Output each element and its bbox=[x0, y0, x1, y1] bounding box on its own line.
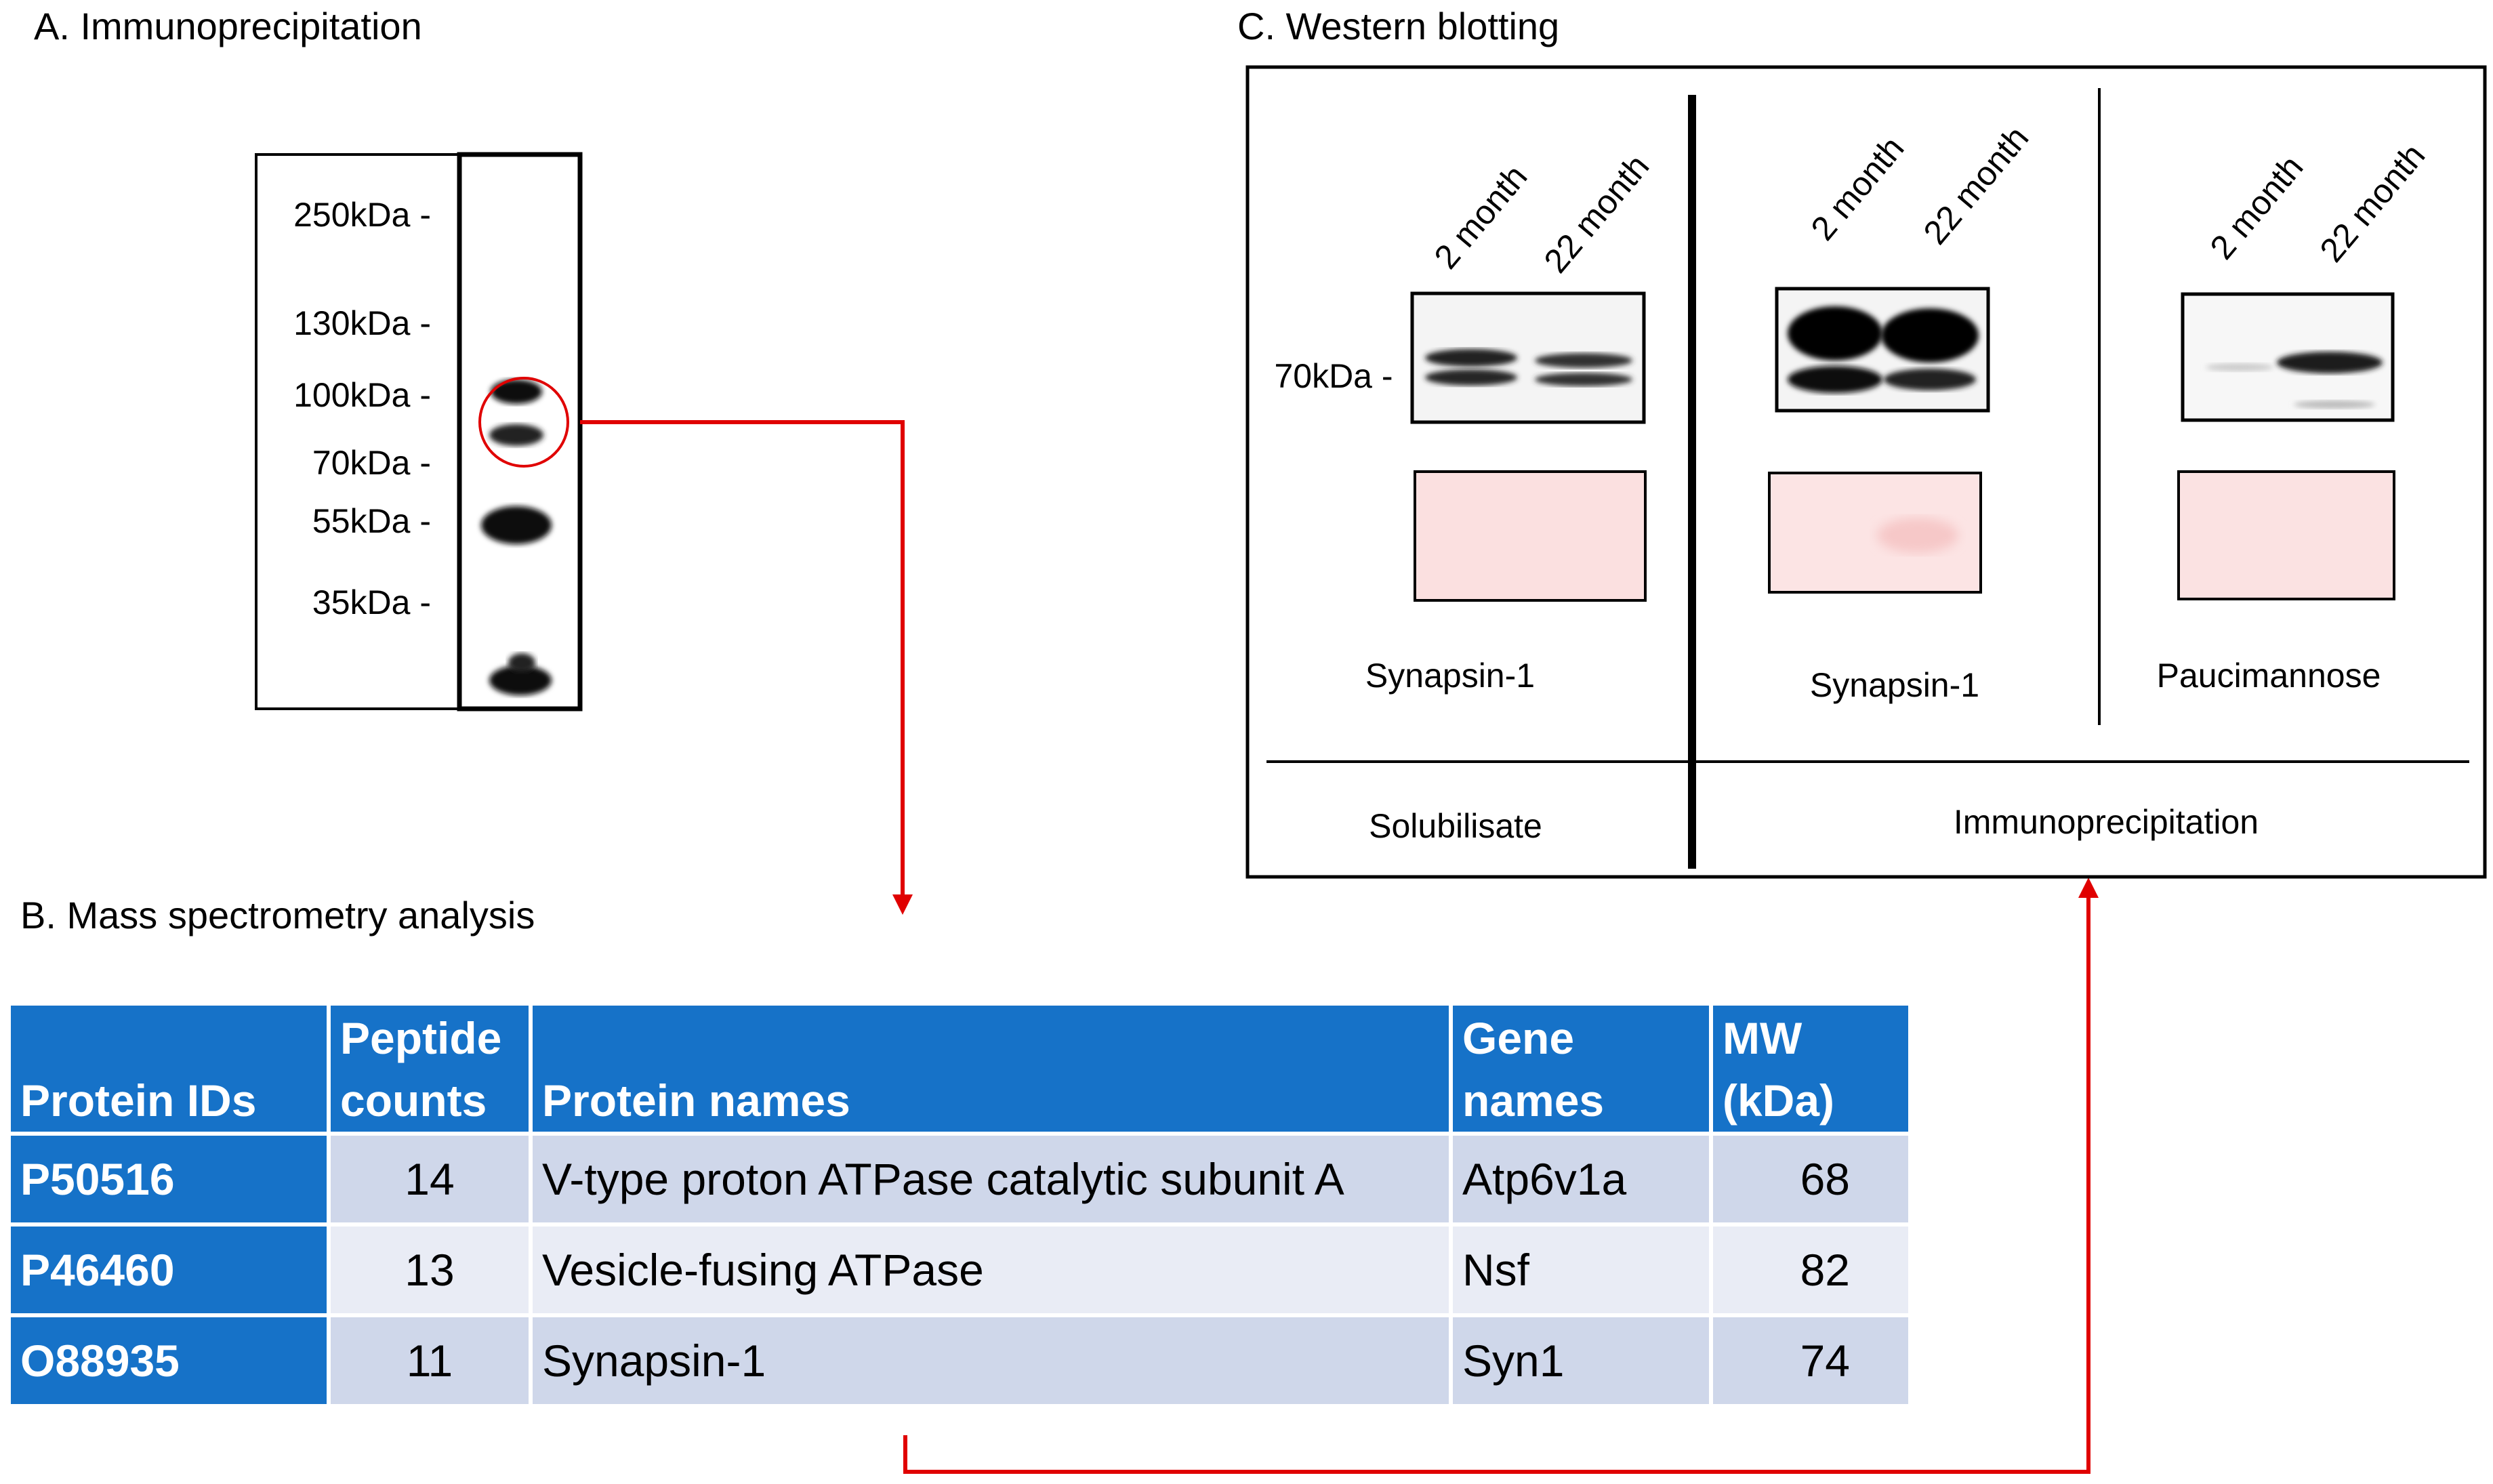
gel-band-upper bbox=[491, 379, 542, 404]
peptide-count: 13 bbox=[331, 1227, 529, 1313]
molecular-weight: 68 bbox=[1713, 1136, 1908, 1222]
peptide-count: 14 bbox=[331, 1136, 529, 1222]
molecular-weight: 82 bbox=[1713, 1227, 1908, 1313]
gel-band-bottom bbox=[489, 665, 552, 695]
protein-id: P50516 bbox=[11, 1136, 327, 1222]
marker-55: 55kDa - bbox=[312, 502, 431, 540]
gene-name: Atp6v1a bbox=[1453, 1136, 1709, 1222]
molecular-weight: 74 bbox=[1713, 1317, 1908, 1404]
col-mw: MW(kDa) bbox=[1713, 1006, 1908, 1132]
table-row: O88935 11 Synapsin-1 Syn1 74 bbox=[11, 1317, 1908, 1404]
ip-gel bbox=[255, 152, 583, 712]
western-labels: 70kDa - Synapsin-1 Synapsin-1 Paucimanno… bbox=[1274, 357, 2381, 845]
protein-id: O88935 bbox=[11, 1317, 327, 1404]
gel-band-lower bbox=[489, 424, 543, 446]
table-row: P50516 14 V-type proton ATPase catalytic… bbox=[11, 1136, 1908, 1222]
blot-3-label: Paucimannose bbox=[2157, 657, 2381, 695]
protein-id: P46460 bbox=[11, 1227, 327, 1313]
highlight-circle bbox=[478, 377, 569, 468]
protein-name: Synapsin-1 bbox=[533, 1317, 1449, 1404]
marker-35: 35kDa - bbox=[312, 583, 431, 621]
ponceau-3 bbox=[2177, 470, 2395, 600]
protein-name: V-type proton ATPase catalytic subunit A bbox=[533, 1136, 1449, 1222]
western-blot-panel bbox=[1245, 65, 2487, 879]
panel-b-title: B. Mass spectrometry analysis bbox=[20, 894, 535, 936]
western-marker-70: 70kDa - bbox=[1274, 357, 1393, 395]
blot-2-label: Synapsin-1 bbox=[1810, 666, 1979, 704]
marker-130: 130kDa - bbox=[293, 304, 431, 342]
arrow-table-to-western bbox=[903, 878, 2099, 1474]
col-protein-names: Protein names bbox=[533, 1006, 1449, 1132]
section-solubilisate: Solubilisate bbox=[1369, 807, 1542, 845]
gel-band-55 bbox=[481, 506, 552, 544]
ponceau-1 bbox=[1414, 470, 1647, 602]
panel-c-title: C. Western blotting bbox=[1237, 5, 1560, 47]
blot-1-label: Synapsin-1 bbox=[1365, 657, 1535, 695]
col-protein-ids: Protein IDs bbox=[11, 1006, 327, 1132]
gene-name: Nsf bbox=[1453, 1227, 1709, 1313]
section-immunoprecipitation: Immunoprecipitation bbox=[1954, 803, 2259, 841]
table-row: P46460 13 Vesicle-fusing ATPase Nsf 82 bbox=[11, 1227, 1908, 1313]
marker-70: 70kDa - bbox=[312, 444, 431, 482]
arrow-gel-to-table bbox=[580, 420, 913, 915]
gene-name: Syn1 bbox=[1453, 1317, 1709, 1404]
marker-100: 100kDa - bbox=[293, 376, 431, 414]
marker-250: 250kDa - bbox=[293, 196, 431, 234]
panel-a-title: A. Immunoprecipitation bbox=[34, 5, 422, 47]
gel-markers: 250kDa - 130kDa - 100kDa - 70kDa - 55kDa… bbox=[293, 196, 431, 621]
peptide-count: 11 bbox=[331, 1317, 529, 1404]
protein-name: Vesicle-fusing ATPase bbox=[533, 1227, 1449, 1313]
